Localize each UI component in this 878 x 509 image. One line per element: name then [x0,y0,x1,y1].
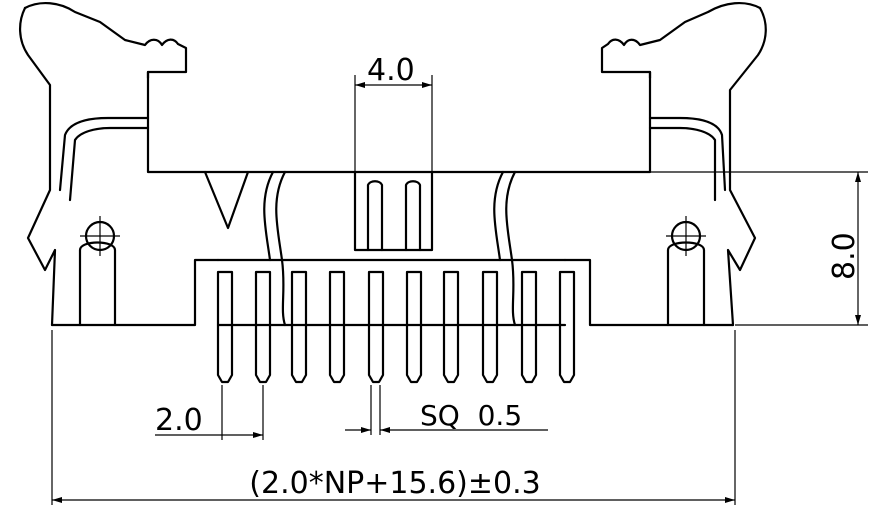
break-lines [263,170,517,327]
dim-label-2-0: 2.0 [155,403,203,438]
left-ejector-latch [19,2,188,327]
right-ejector-latch [600,2,767,327]
pin [481,270,499,384]
left-housing [50,70,287,327]
dim-label-4-0: 4.0 [367,53,415,88]
dim-height: 8.0 [650,171,868,326]
dim-pin-square: SQ 0.5 [345,385,548,435]
pin [254,270,272,384]
right-housing [513,70,735,327]
dim-pitch: 2.0 [155,385,264,440]
dim-overall-length: (2.0*NP+15.6)±0.3 [51,330,736,505]
pin [405,270,423,384]
pin [558,270,576,384]
pin [367,270,385,384]
pin-header-body [216,170,567,327]
dim-label-sq-0-5: SQ 0.5 [420,399,522,432]
pins [216,270,576,384]
pin [520,270,538,384]
pin [328,270,346,384]
dim-label-overall: (2.0*NP+15.6)±0.3 [249,466,540,501]
pin [216,270,234,384]
pin [442,270,460,384]
pin [290,270,308,384]
dim-pin-tip-width: 4.0 [354,53,433,172]
dim-label-8-0: 8.0 [827,232,862,280]
